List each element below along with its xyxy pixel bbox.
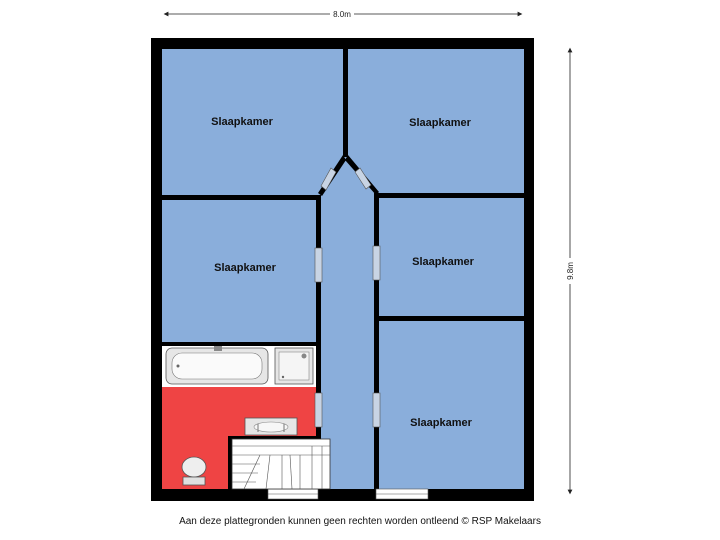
height-label: 9.8m [566, 262, 575, 280]
room-label-middle-right: Slaapkamer [412, 256, 474, 268]
toilet-icon [181, 456, 207, 486]
room-label-bottom-right: Slaapkamer [410, 417, 472, 429]
disclaimer-text: Aan deze plattegronden kunnen geen recht… [179, 516, 541, 527]
staircase-icon [231, 438, 331, 490]
sink-icon [244, 417, 298, 436]
height-dimension: 9.8m [565, 47, 575, 495]
bathtub-icon [165, 346, 269, 385]
width-label: 8.0m [333, 10, 351, 19]
window-icon [267, 488, 429, 500]
width-dimension: 8.0m [163, 9, 523, 19]
door-icon [314, 167, 381, 428]
room-label-middle-left: Slaapkamer [214, 262, 276, 274]
room-label-top-left: Slaapkamer [211, 116, 273, 128]
interior-walls [162, 49, 524, 489]
shower-icon [274, 347, 314, 385]
room-label-top-right: Slaapkamer [409, 117, 471, 129]
